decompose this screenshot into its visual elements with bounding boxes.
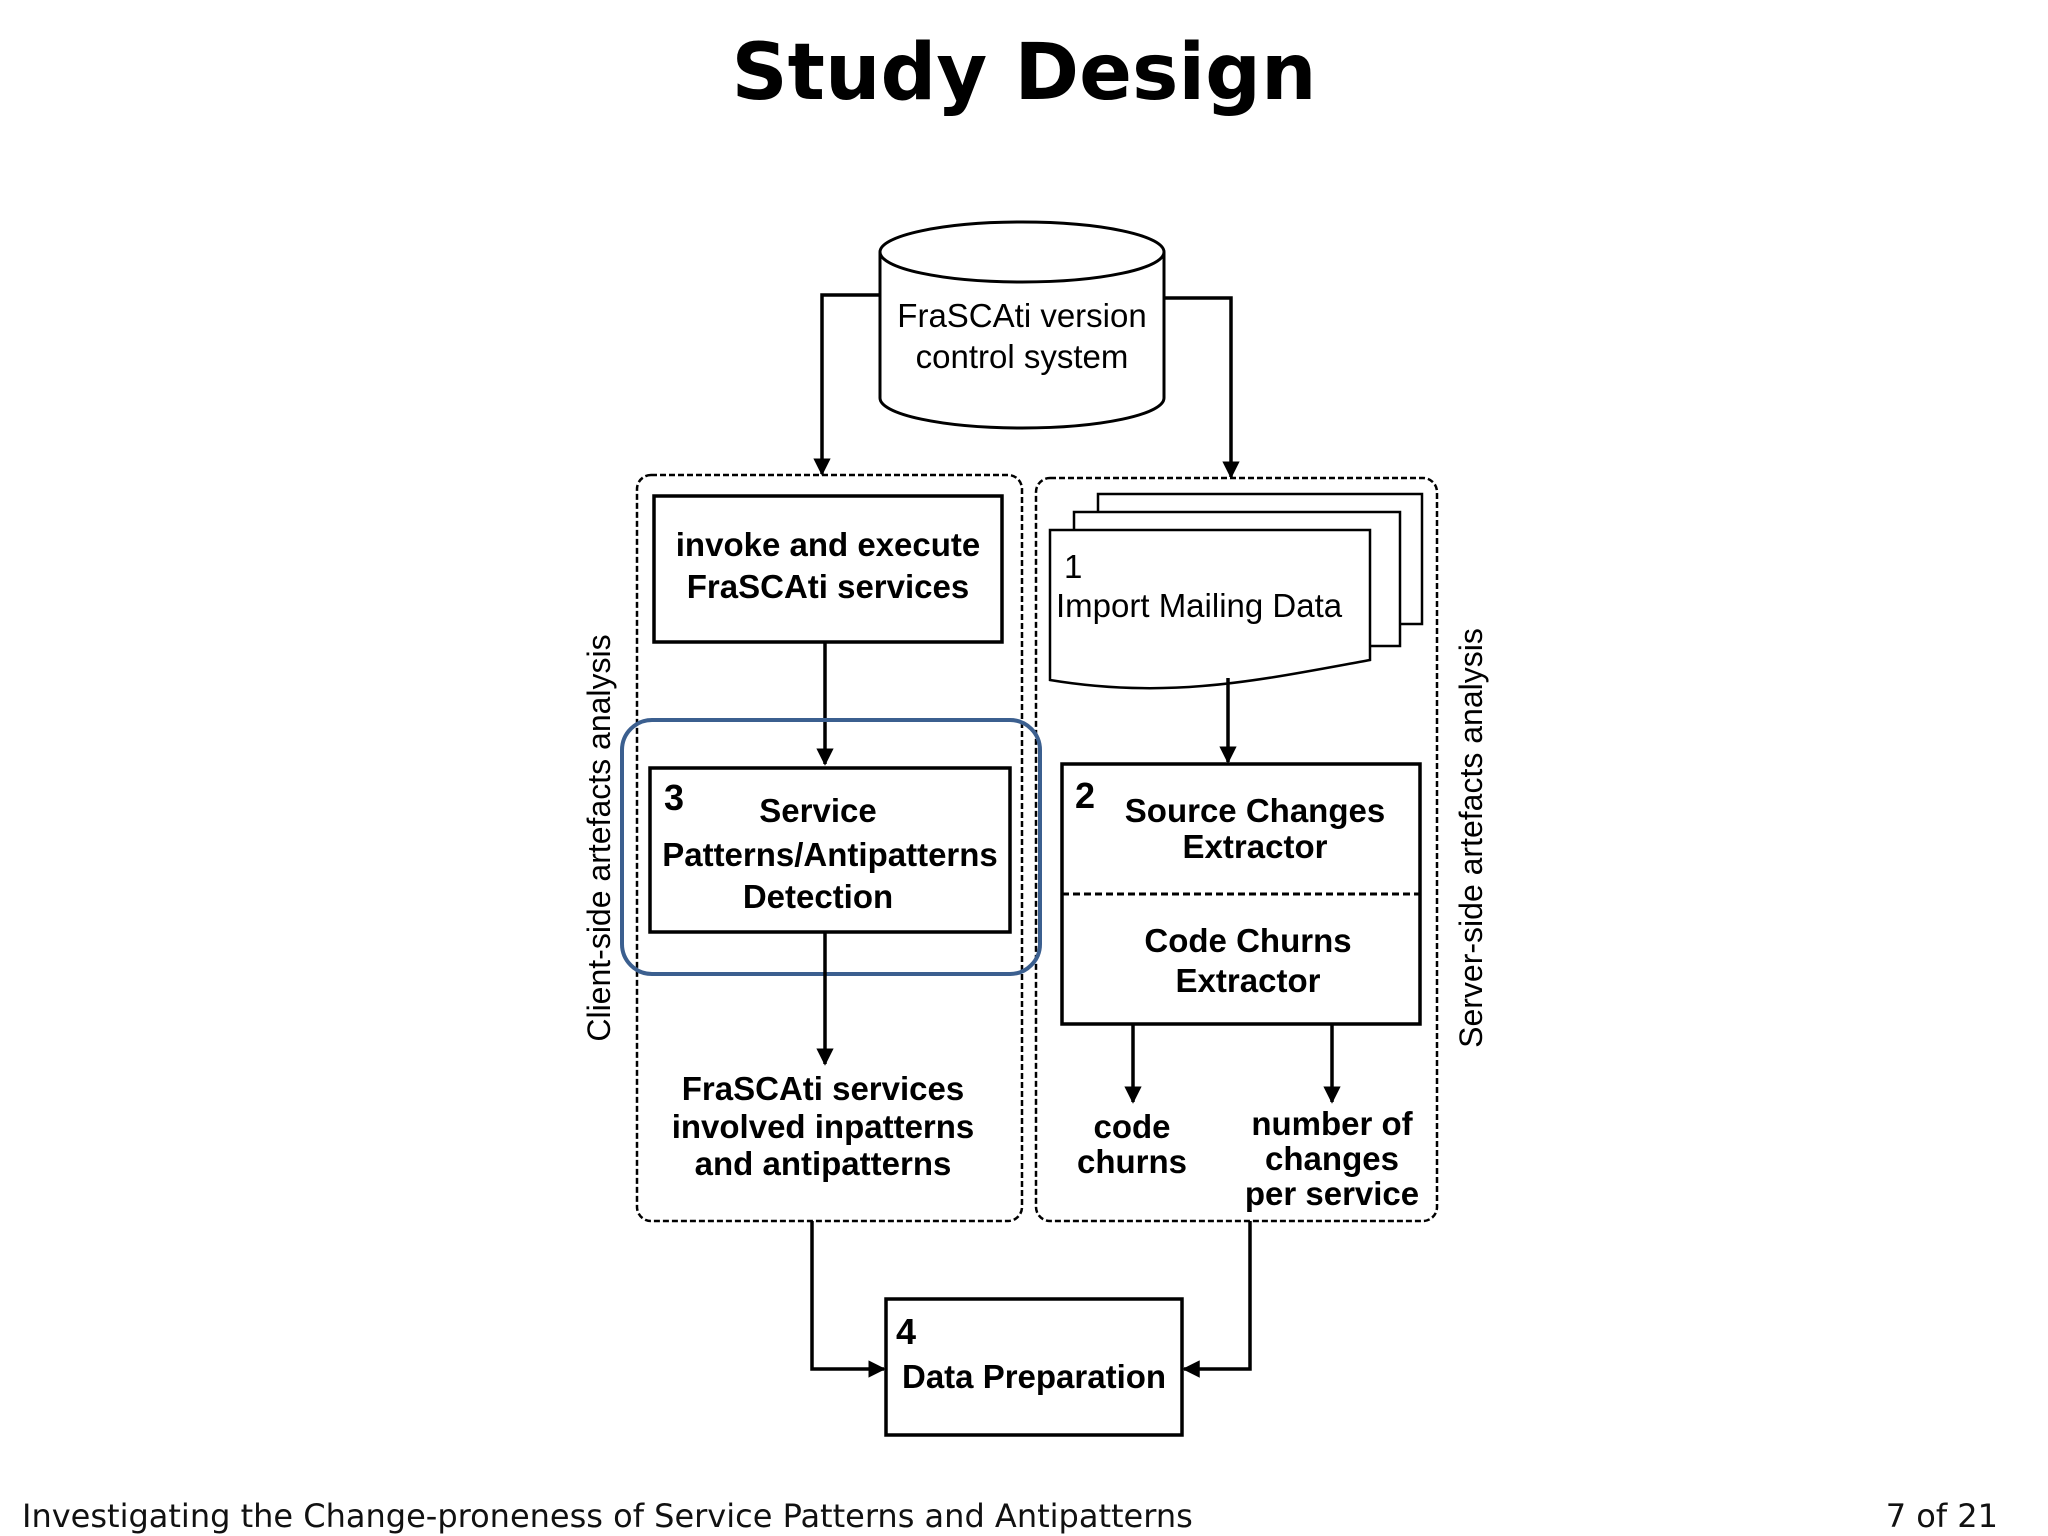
step2-number: 2 bbox=[1075, 775, 1095, 816]
changes-per-service-output: number of changes per service bbox=[1245, 1105, 1419, 1212]
step1-mailing-data-docs: 1 Import Mailing Data bbox=[1048, 492, 1424, 690]
step4-number: 4 bbox=[896, 1311, 916, 1352]
arrow-db-to-server bbox=[1164, 296, 1240, 479]
source-changes-line1: Source Changes bbox=[1125, 792, 1385, 829]
step1-number: 1 bbox=[1064, 548, 1082, 585]
arrow-client-to-data-prep bbox=[810, 1221, 886, 1378]
database-label-line1: FraSCAti version bbox=[897, 297, 1146, 334]
step3-number: 3 bbox=[664, 777, 684, 818]
invoke-box-line1: invoke and execute bbox=[676, 526, 980, 563]
changes-output-line3: per service bbox=[1245, 1175, 1419, 1212]
changes-output-line1: number of bbox=[1251, 1105, 1413, 1142]
server-side-container bbox=[1034, 476, 1439, 1223]
client-output-line2: involved inpatterns bbox=[672, 1108, 975, 1145]
step3-line1: Service bbox=[759, 792, 876, 829]
changes-output-line2: changes bbox=[1265, 1140, 1399, 1177]
slide-title: Study Design bbox=[731, 28, 1317, 118]
arrow-db-to-client bbox=[813, 293, 880, 476]
step3-line3: Detection bbox=[743, 878, 893, 915]
step2-extractor-box: 2 Source Changes Extractor Code Churns E… bbox=[1060, 762, 1422, 1026]
source-changes-line2: Extractor bbox=[1183, 828, 1328, 865]
step4-label: Data Preparation bbox=[902, 1358, 1166, 1395]
arrow-server-to-data-prep bbox=[1182, 1221, 1252, 1378]
client-output-line3: and antipatterns bbox=[695, 1145, 952, 1182]
step3-detection-box: 3 Service Patterns/Antipatterns Detectio… bbox=[648, 766, 1012, 934]
code-churns-output-line1: code bbox=[1093, 1108, 1170, 1145]
client-side-container bbox=[635, 473, 1024, 1223]
step3-highlight bbox=[620, 718, 1042, 976]
client-output-line1: FraSCAti services bbox=[682, 1070, 964, 1107]
code-churns-output-line2: churns bbox=[1077, 1143, 1187, 1180]
client-output-text: FraSCAti services involved inpatterns an… bbox=[672, 1070, 975, 1182]
client-side-label: Client-side artefacts analysis bbox=[581, 634, 617, 1041]
code-churns-line2: Extractor bbox=[1176, 962, 1321, 999]
invoke-box-line2: FraSCAti services bbox=[687, 568, 969, 605]
database-label-line2: control system bbox=[916, 338, 1129, 375]
step4-data-preparation-box: 4 Data Preparation bbox=[884, 1297, 1184, 1437]
server-side-label: Server-side artefacts analysis bbox=[1453, 628, 1489, 1048]
code-churns-line1: Code Churns bbox=[1144, 922, 1351, 959]
version-control-database: FraSCAti version control system bbox=[878, 220, 1166, 430]
step3-line2: Patterns/Antipatterns bbox=[662, 836, 998, 873]
code-churns-output: code churns bbox=[1077, 1108, 1187, 1180]
step1-label: Import Mailing Data bbox=[1056, 587, 1343, 624]
invoke-services-box: invoke and execute FraSCAti services bbox=[652, 494, 1004, 644]
footer-presentation-title: Investigating the Change-proneness of Se… bbox=[22, 1497, 1193, 1535]
footer-page-number: 7 of 21 bbox=[1885, 1497, 1998, 1535]
